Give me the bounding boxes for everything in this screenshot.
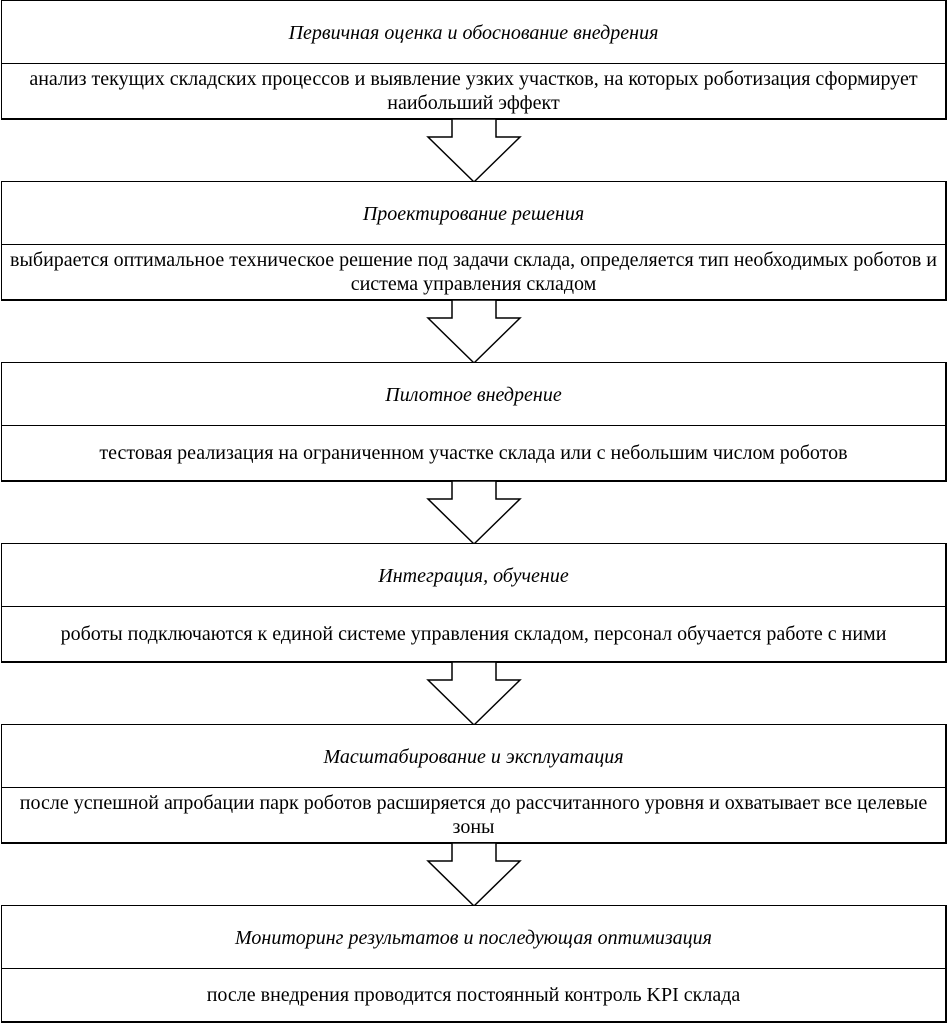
- stage-6-title: Мониторинг результатов и последующая опт…: [235, 926, 712, 949]
- stage-1: Первичная оценка и обоснование внедрения…: [1, 0, 947, 120]
- stage-5-divider: [2, 787, 945, 788]
- stage-4-divider: [2, 606, 945, 607]
- down-arrow-icon: [426, 118, 522, 184]
- stage-3: Пилотное внедрение тестовая реализация н…: [1, 362, 947, 482]
- stage-6-divider: [2, 968, 945, 969]
- stage-1-divider: [2, 63, 945, 64]
- stage-1-description: анализ текущих складских процессов и выя…: [29, 68, 918, 114]
- down-arrow-icon: [426, 661, 522, 727]
- down-arrow-icon: [426, 842, 522, 908]
- stage-5-title: Масштабирование и эксплуатация: [323, 745, 624, 768]
- stage-4-title: Интеграция, обучение: [378, 564, 569, 587]
- stage-2-description: выбирается оптимальное техническое решен…: [10, 249, 937, 295]
- stage-3-divider: [2, 425, 945, 426]
- stage-5-description: после успешной апробации парк роботов ра…: [19, 792, 928, 838]
- down-arrow-icon: [426, 480, 522, 546]
- stage-3-title: Пилотное внедрение: [385, 383, 562, 406]
- stage-3-description: тестовая реализация на ограниченном учас…: [99, 442, 848, 464]
- stage-5: Масштабирование и эксплуатация после усп…: [1, 724, 947, 844]
- stage-6-description: после внедрения проводится постоянный ко…: [206, 984, 741, 1006]
- stage-4: Интеграция, обучение роботы подключаются…: [1, 543, 947, 663]
- stage-4-description: роботы подключаются к единой системе упр…: [60, 623, 887, 645]
- stage-2-divider: [2, 244, 945, 245]
- stage-2: Проектирование решения выбирается оптима…: [1, 181, 947, 301]
- stage-6: Мониторинг результатов и последующая опт…: [1, 905, 947, 1023]
- stage-2-title: Проектирование решения: [362, 202, 585, 225]
- down-arrow-icon: [426, 299, 522, 365]
- stage-1-title: Первичная оценка и обоснование внедрения: [288, 21, 659, 44]
